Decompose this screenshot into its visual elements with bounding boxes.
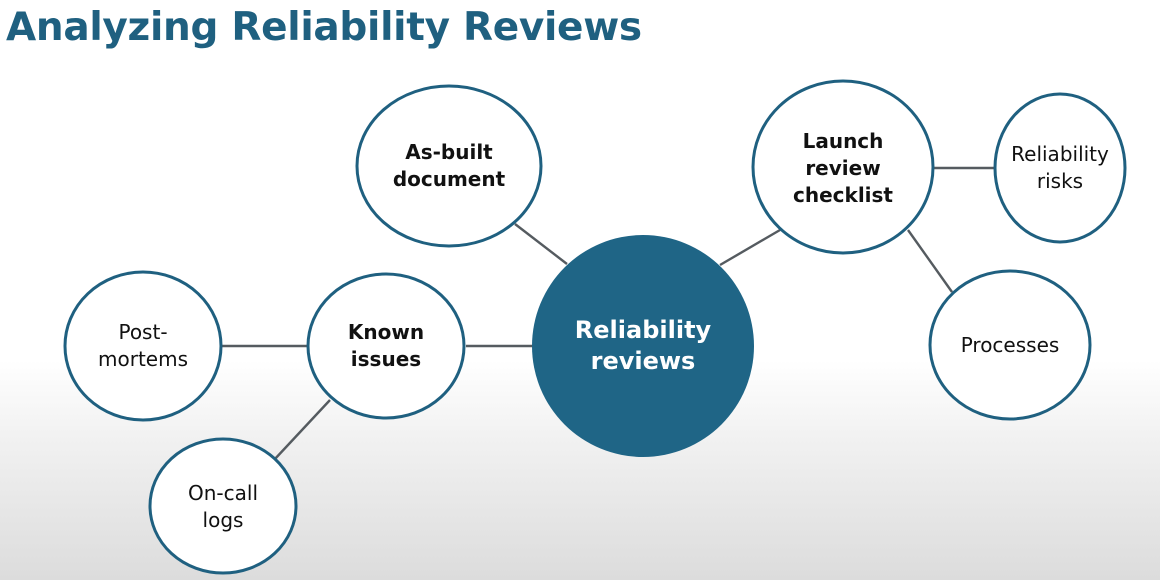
node-post-mortems <box>63 270 223 422</box>
node-reliability-reviews <box>532 235 754 457</box>
node-on-call-logs <box>148 437 298 575</box>
page-title: Analyzing Reliability Reviews <box>6 5 642 50</box>
label-known-issues: Known issues <box>347 320 425 371</box>
node-reliability-risks <box>993 92 1127 244</box>
connector-known-issues-oncall <box>273 399 331 461</box>
node-as-built-document <box>355 84 543 248</box>
connector-center-as-built <box>514 223 568 265</box>
node-known-issues <box>306 272 466 420</box>
connector-checklist-processes <box>907 229 953 293</box>
label-as-built-document: As-built document <box>392 140 506 191</box>
node-launch-review-checklist <box>751 79 935 255</box>
connector-center-launch-checklist <box>719 228 781 267</box>
label-processes: Processes <box>960 332 1060 357</box>
label-reliability-risks: Reliability risks <box>1011 142 1109 193</box>
node-processes <box>928 269 1092 421</box>
label-reliability-reviews: Reliability reviews <box>574 316 712 375</box>
label-on-call-logs: On-call logs <box>188 481 258 532</box>
label-post-mortems: Post- mortems <box>98 320 188 371</box>
label-launch-review-checklist: Launch review checklist <box>793 128 893 207</box>
